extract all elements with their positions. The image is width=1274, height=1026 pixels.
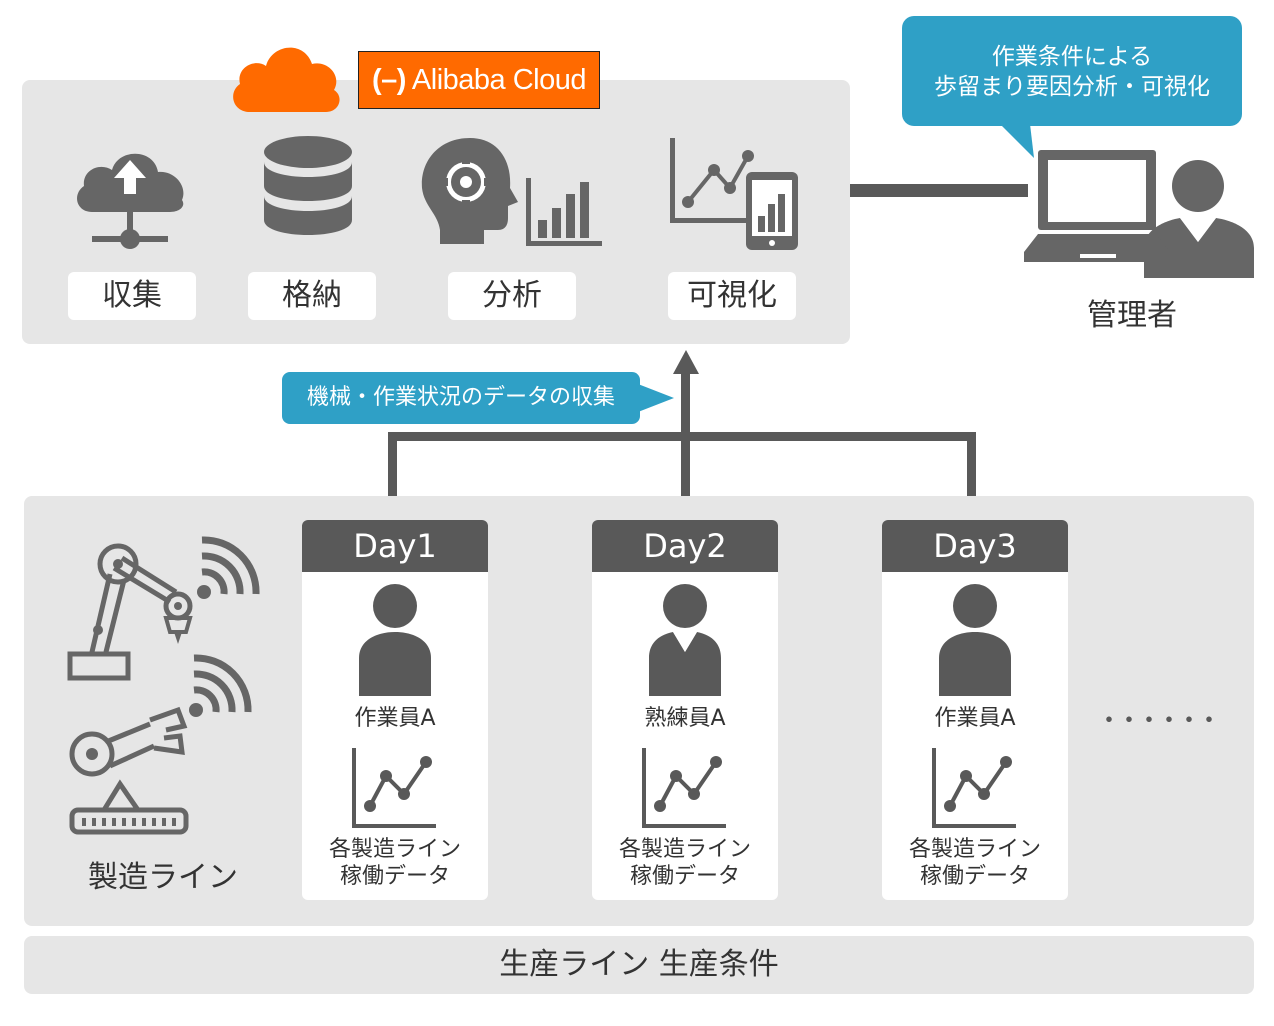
database-icon [264, 136, 352, 235]
robot-gripper-icon [69, 706, 189, 835]
operation-data-label: 各製造ライン 稼働データ [592, 836, 778, 890]
upload-arrow-icon [673, 350, 699, 374]
day-card-3: Day3 作業員A 各製造ライン 稼働データ [882, 520, 1068, 900]
more-days-ellipsis: ・・・・・・ [1095, 706, 1222, 736]
manager-callout-line2: 歩留まり要因分析・可視化 [934, 74, 1210, 100]
operation-data-label: 各製造ライン 稼働データ [302, 836, 488, 890]
manager-callout: 作業条件による 歩留まり要因分析・可視化 [902, 16, 1242, 126]
day-card-2: Day2 熟練員A 各製造ライン 稼働データ [592, 520, 778, 900]
day-title: Day2 [592, 520, 778, 572]
day-card-1: Day1 作業員A 各製造ライン 稼働データ [302, 520, 488, 900]
line-chart-icon [352, 748, 436, 828]
data-collection-callout: 機械・作業状況のデータの収集 [282, 372, 640, 424]
day-title: Day3 [882, 520, 1068, 572]
wireless-signal-icon [197, 536, 260, 599]
brand-name: Alibaba Cloud [411, 64, 587, 96]
connector-horizontal [388, 432, 976, 441]
cloud-upload-network-icon [77, 153, 184, 249]
worker-icon [939, 584, 1011, 696]
data-collection-callout-pointer [638, 384, 674, 412]
operation-data-line1: 各製造ライン [328, 837, 461, 862]
logo-glyph: (–) [372, 64, 406, 96]
chart-tablet-icon [670, 138, 798, 250]
operation-data-line2: 稼働データ [629, 864, 740, 889]
manager-connector-line [850, 184, 1028, 197]
skilled-worker-icon [649, 584, 721, 696]
operation-data-line1: 各製造ライン [618, 837, 751, 862]
manager-callout-line1: 作業条件による [991, 44, 1153, 70]
stage-label-store: 格納 [248, 272, 376, 320]
manufacturing-line-label: 製造ライン [88, 860, 238, 895]
stage-label-analyze: 分析 [448, 272, 576, 320]
manager-callout-pointer [1000, 124, 1034, 158]
worker-icon [359, 584, 431, 696]
connector-day3 [967, 432, 976, 522]
production-conditions-bar: 生産ライン 生産条件 [24, 936, 1254, 994]
connector-day1 [388, 432, 397, 522]
operation-data-line2: 稼働データ [339, 864, 450, 889]
stage-label-collect: 収集 [68, 272, 196, 320]
manager-laptop-icon [1024, 150, 1254, 278]
worker-role: 作業員A [354, 706, 436, 731]
robot-arm-icon [67, 543, 193, 681]
wireless-signal-icon [189, 654, 252, 717]
alibaba-cloud-logo: (–) Alibaba Cloud [358, 51, 600, 109]
operation-data-line2: 稼働データ [919, 864, 1030, 889]
line-chart-icon [932, 748, 1016, 828]
line-chart-icon [642, 748, 726, 828]
manager-label: 管理者 [1087, 298, 1177, 333]
cloud-icon [233, 47, 340, 113]
operation-data-label: 各製造ライン 稼働データ [882, 836, 1068, 890]
operation-data-line1: 各製造ライン [908, 837, 1041, 862]
worker-role: 熟練員A [644, 706, 726, 731]
ai-head-chart-icon [421, 138, 602, 246]
day-title: Day1 [302, 520, 488, 572]
arrow-shaft [681, 372, 690, 522]
worker-role: 作業員A [934, 706, 1016, 731]
stage-label-visualize: 可視化 [668, 272, 796, 320]
